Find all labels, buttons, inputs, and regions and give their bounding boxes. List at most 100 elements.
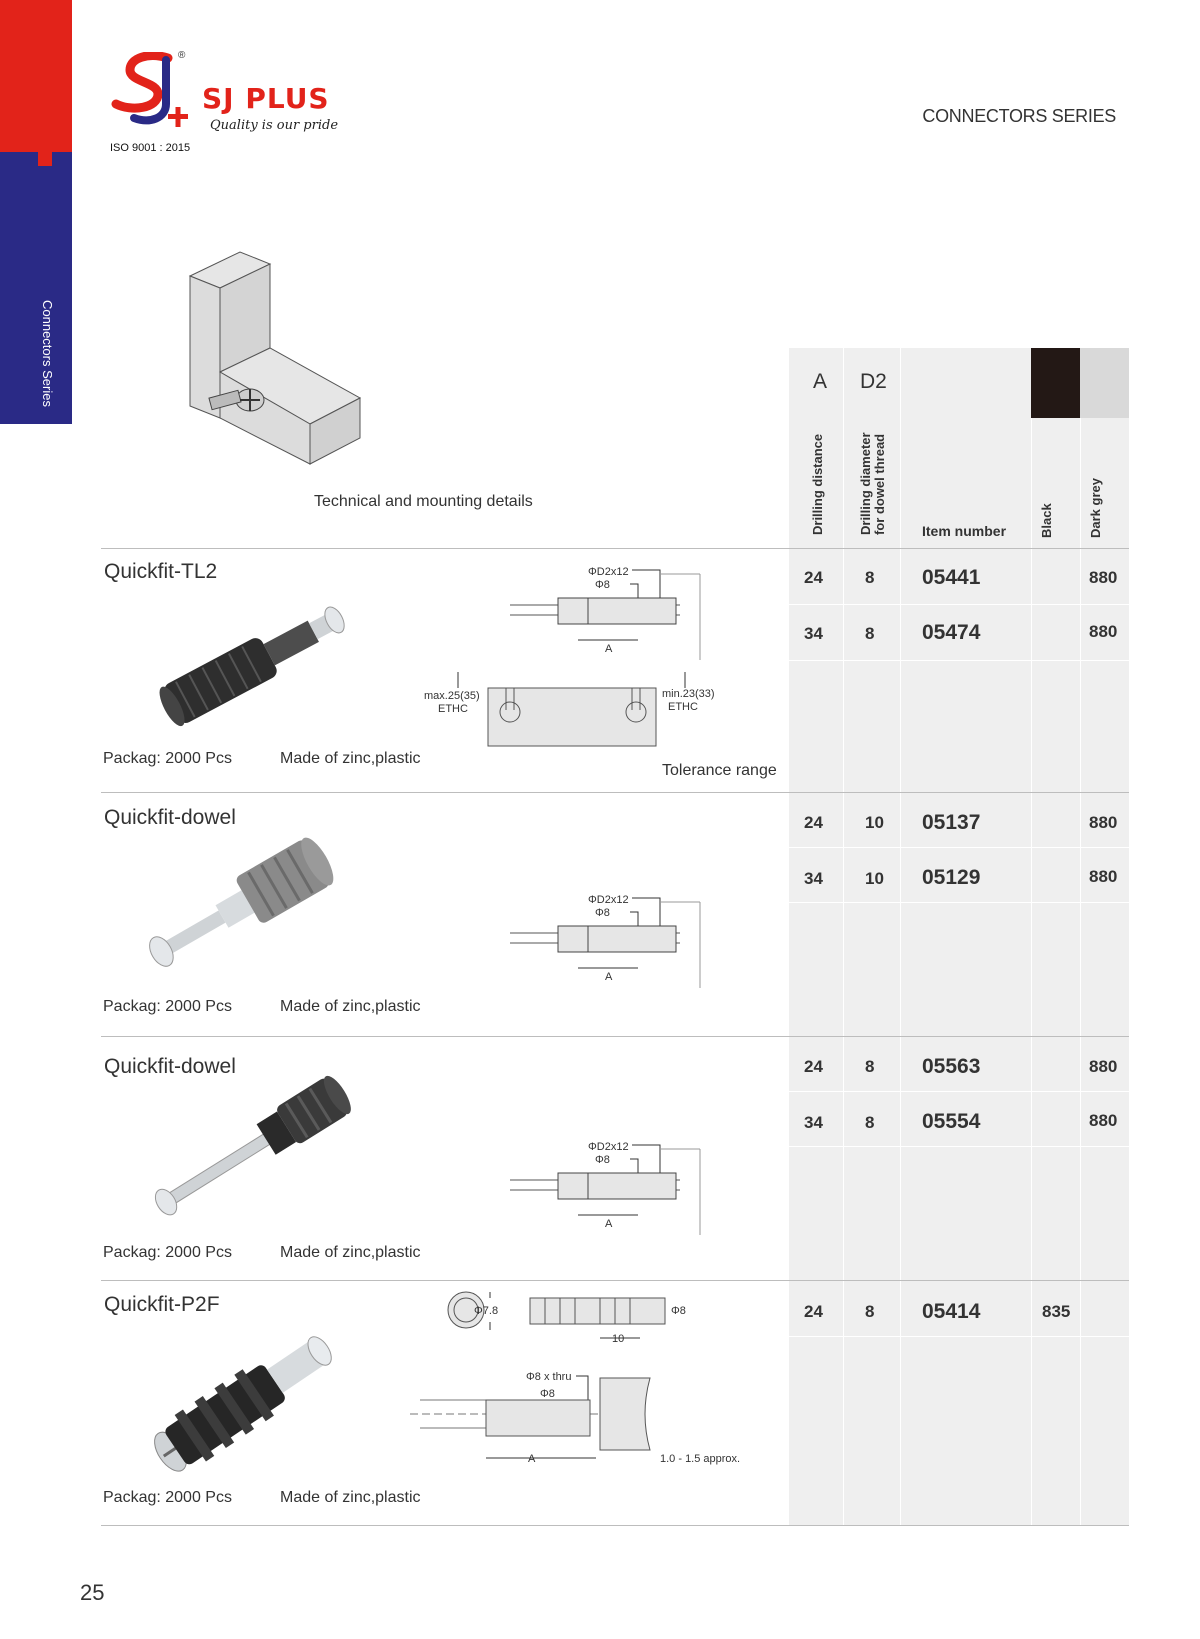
- series-title: CONNECTORS SERIES: [922, 106, 1116, 126]
- quickfit-tl2-drawing: ΦD2x12 Φ8 A max.25(35) ETHC min.23(33) E…: [424, 566, 715, 747]
- row-divider: [789, 1146, 1129, 1147]
- left-sidebar-tab: Connectors Series: [0, 0, 72, 424]
- cell-dark-grey: 880: [1089, 622, 1118, 641]
- column-divider: [1031, 348, 1032, 1525]
- product-title: Quickfit-dowel: [104, 806, 236, 829]
- registered-mark: ®: [178, 50, 186, 61]
- material-info: Made of zinc,plastic: [280, 1489, 421, 1506]
- sidebar-blue-block: [0, 152, 72, 424]
- row-divider: [789, 1336, 1129, 1337]
- quickfit-dowel-8-photo: [154, 1075, 351, 1216]
- sj-logo-icon: [111, 51, 188, 127]
- row-divider: [789, 1091, 1129, 1092]
- header-drill-diameter-line1: Drilling diameter: [858, 432, 873, 535]
- label-phi8: Φ8: [540, 1388, 555, 1400]
- label-ethc: ETHC: [438, 703, 468, 715]
- package-info: Packag: 2000 Pcs: [103, 1244, 232, 1261]
- label-a: A: [528, 1453, 536, 1465]
- cell-a: 24: [804, 568, 823, 587]
- label-max: max.25(35): [424, 690, 480, 702]
- label-phi8: Φ8: [595, 907, 610, 919]
- column-divider: [843, 348, 844, 1525]
- column-divider: [1080, 348, 1081, 1525]
- cell-d2: 8: [865, 1113, 875, 1132]
- label-phi8: Φ8: [595, 579, 610, 591]
- header-a-symbol: A: [813, 370, 828, 393]
- cell-d2: 8: [865, 568, 875, 587]
- product-title: Quickfit-P2F: [104, 1293, 220, 1316]
- label-min: min.23(33): [662, 688, 715, 700]
- brand-logo: ® SJ PLUS Quality is our pride ISO 9001 …: [108, 50, 368, 162]
- cell-dark-grey: 880: [1089, 813, 1118, 832]
- header-d2-symbol: D2: [860, 370, 887, 393]
- cell-item-number: 05474: [922, 621, 981, 644]
- quickfit-p2f-photo: [154, 1336, 332, 1472]
- section-divider: [101, 1036, 1129, 1037]
- cell-dark-grey: 880: [1089, 1057, 1118, 1076]
- package-info: Packag: 2000 Pcs: [103, 1489, 232, 1506]
- page-number: 25: [80, 1580, 105, 1605]
- header-drilling-distance: Drilling distance: [810, 433, 825, 535]
- black-color-swatch: [1031, 348, 1080, 418]
- brand-name: SJ PLUS: [202, 82, 330, 115]
- cell-item-number: 05554: [922, 1110, 981, 1133]
- mounting-illustration: [188, 251, 362, 465]
- label-approx: 1.0 - 1.5 approx.: [660, 1453, 740, 1465]
- row-divider: [789, 604, 1129, 605]
- sidebar-notch: [38, 144, 52, 166]
- label-phi8thru: Φ8 x thru: [526, 1371, 571, 1383]
- cell-d2: 8: [865, 1302, 875, 1321]
- cell-d2: 10: [865, 813, 884, 832]
- column-divider: [900, 348, 901, 1525]
- cell-a: 34: [804, 869, 823, 888]
- iso-certification: ISO 9001 : 2015: [110, 142, 191, 154]
- label-ten: 10: [612, 1333, 624, 1345]
- section-divider: [101, 792, 1129, 793]
- label-d2x12: ΦD2x12: [588, 566, 629, 578]
- quickfit-dowel-10-photo: [149, 837, 334, 967]
- header-black: Black: [1039, 503, 1054, 538]
- row-divider: [789, 902, 1129, 903]
- cell-item-number: 05441: [922, 566, 981, 589]
- dark-grey-color-swatch: [1080, 348, 1129, 418]
- section-divider: [101, 1525, 1129, 1526]
- quickfit-p2f-drawing: Φ7.8 Φ8 10 Φ8 x thru Φ8 A 1.0 - 1.5 appr…: [410, 1291, 740, 1465]
- cell-dark-grey: 880: [1089, 1111, 1118, 1130]
- table-background: [789, 348, 1129, 1525]
- cell-black: 835: [1042, 1302, 1071, 1321]
- cell-item-number: 05414: [922, 1300, 981, 1323]
- cell-a: 24: [804, 1302, 823, 1321]
- cell-a: 24: [804, 1057, 823, 1076]
- cell-d2: 8: [865, 624, 875, 643]
- tolerance-label: Tolerance range: [662, 762, 777, 779]
- package-info: Packag: 2000 Pcs: [103, 750, 232, 767]
- label-a: A: [605, 643, 613, 655]
- quickfit-dowel-10-drawing: ΦD2x12 Φ8 A: [510, 894, 701, 988]
- cell-d2: 8: [865, 1057, 875, 1076]
- sidebar-label: Connectors Series: [40, 300, 55, 407]
- label-a: A: [605, 971, 613, 983]
- label-d2x12: ΦD2x12: [588, 1141, 629, 1153]
- label-phi8: Φ8: [595, 1154, 610, 1166]
- section-divider: [101, 548, 1129, 549]
- material-info: Made of zinc,plastic: [280, 998, 421, 1015]
- header-dark-grey: Dark grey: [1088, 478, 1103, 538]
- material-info: Made of zinc,plastic: [280, 1244, 421, 1261]
- quickfit-dowel-8-drawing: ΦD2x12 Φ8 A: [510, 1141, 701, 1235]
- label-d2x12: ΦD2x12: [588, 894, 629, 906]
- label-phi78: Φ7.8: [474, 1305, 498, 1317]
- section-divider: [101, 1280, 1129, 1281]
- label-a: A: [605, 1218, 613, 1230]
- cell-a: 34: [804, 624, 823, 643]
- material-info: Made of zinc,plastic: [280, 750, 421, 767]
- quickfit-tl2-photo: [159, 606, 345, 727]
- row-divider: [789, 660, 1129, 661]
- label-phi8: Φ8: [671, 1305, 686, 1317]
- brand-tagline: Quality is our pride: [210, 118, 339, 133]
- cell-a: 24: [804, 813, 823, 832]
- cell-a: 34: [804, 1113, 823, 1132]
- cell-item-number: 05563: [922, 1055, 981, 1078]
- mounting-caption: Technical and mounting details: [314, 493, 533, 510]
- product-title: Quickfit-TL2: [104, 560, 218, 583]
- row-divider: [789, 847, 1129, 848]
